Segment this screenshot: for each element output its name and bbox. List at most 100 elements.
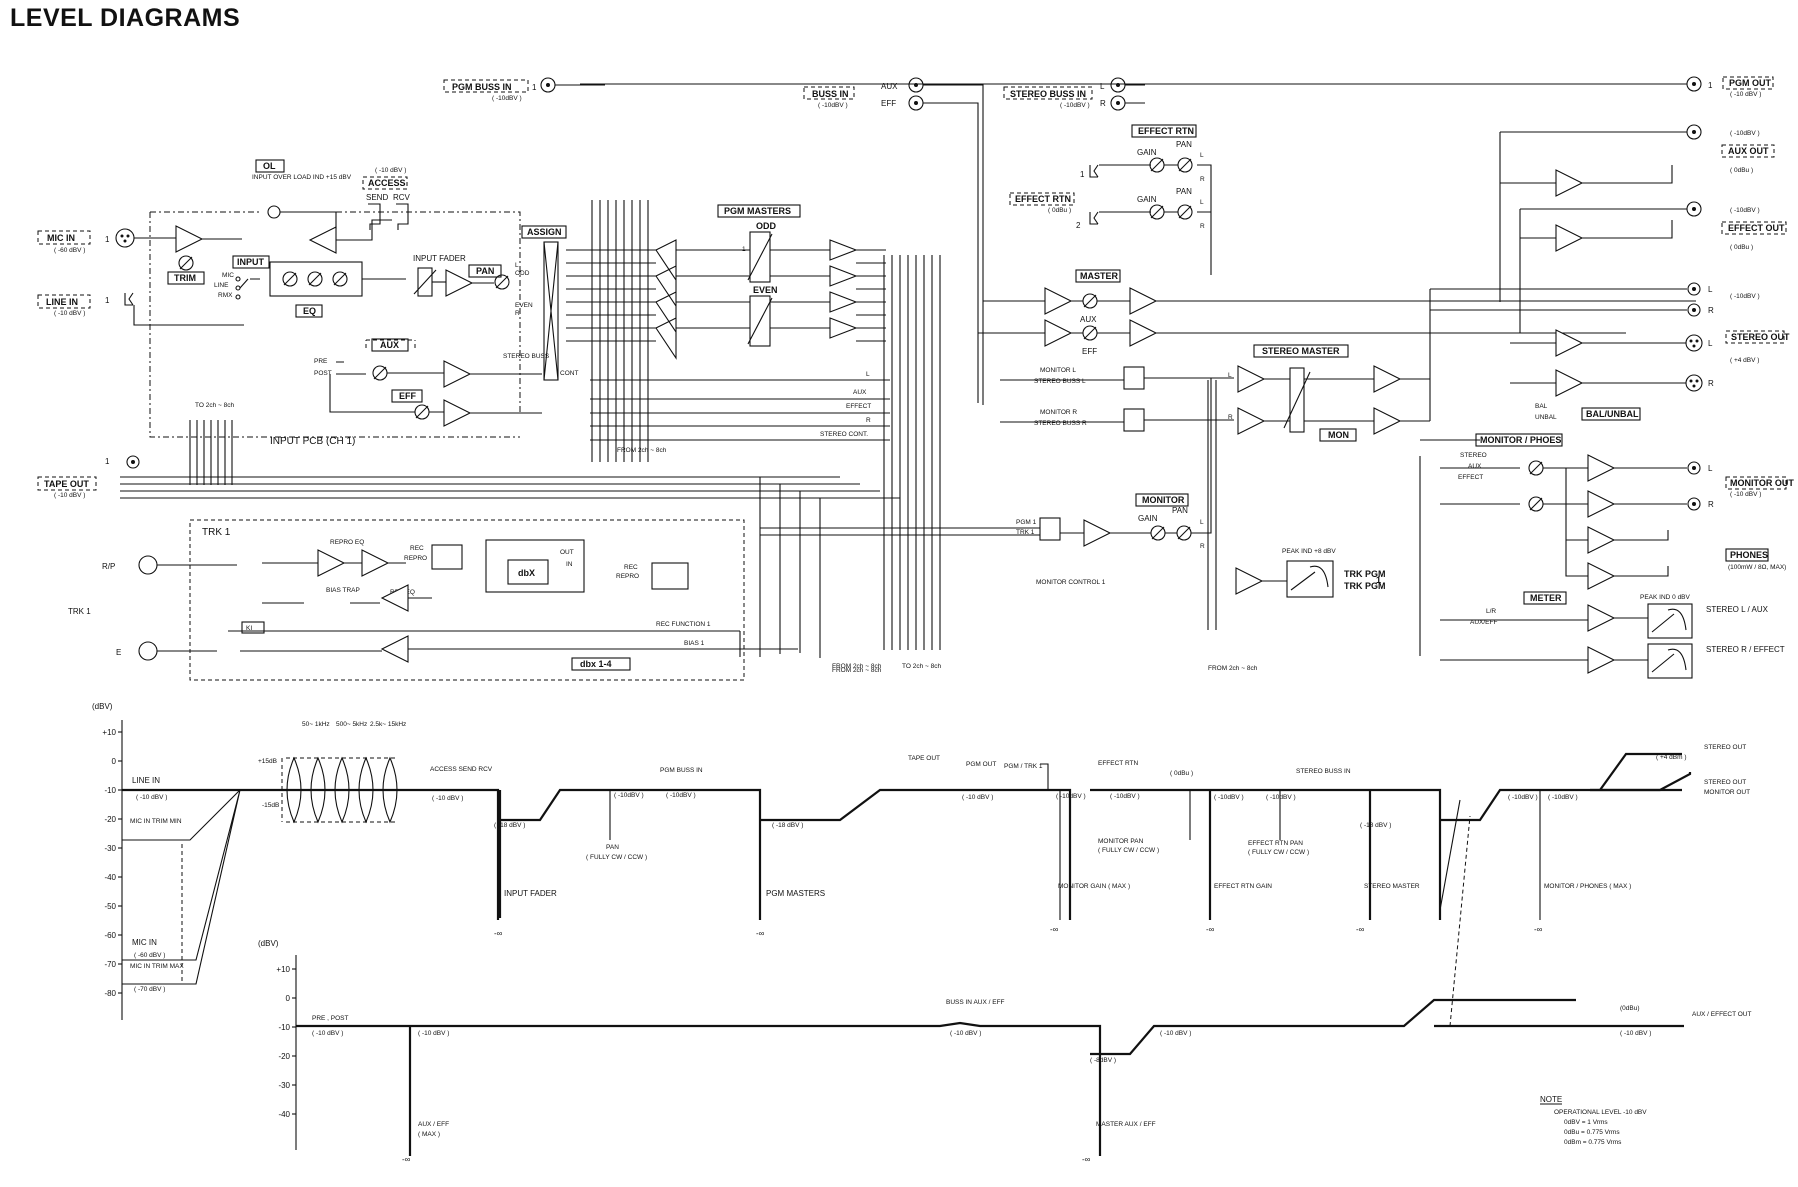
svg-text:1: 1: [1708, 81, 1713, 90]
eq-low-knob-icon: [282, 271, 298, 287]
svg-text:STEREO MASTER: STEREO MASTER: [1262, 346, 1340, 356]
svg-text:( -10dBV ): ( -10dBV ): [1110, 793, 1140, 800]
eq-block: [269, 261, 363, 297]
svg-text:( FULLY CW / CCW ): ( FULLY CW / CCW ): [1248, 849, 1309, 856]
svg-text:MONITOR L: MONITOR L: [1040, 367, 1076, 374]
svg-text:EFFECT: EFFECT: [1458, 474, 1483, 481]
svg-text:MONITOR / PHOES: MONITOR / PHOES: [1480, 435, 1561, 445]
svg-text:REC: REC: [410, 545, 424, 552]
trk-1-section: TRK 1 R/P TRK 1 E REPRO EQ REC REPRO dbX…: [68, 477, 882, 681]
svg-text:LINE IN: LINE IN: [132, 776, 160, 785]
svg-text:R: R: [1200, 176, 1205, 183]
svg-text:AUX / EFFECT OUT: AUX / EFFECT OUT: [1692, 1011, 1751, 1018]
rca-jack-icon: [126, 455, 140, 469]
svg-text:AUX OUT: AUX OUT: [1728, 146, 1769, 156]
svg-text:STEREO L / AUX: STEREO L / AUX: [1706, 605, 1769, 614]
monitor-out-l-jack-icon: [1687, 461, 1701, 475]
svg-text:MONITOR: MONITOR: [1142, 495, 1185, 505]
svg-text:PRE: PRE: [314, 358, 328, 365]
svg-text:1: 1: [532, 83, 537, 92]
axis-tick-label: 0: [112, 757, 117, 766]
svg-text:-∞: -∞: [1206, 925, 1215, 934]
svg-text:( -70 dBV ): ( -70 dBV ): [134, 986, 165, 993]
svg-text:EVEN: EVEN: [753, 285, 778, 295]
svg-text:( -10dBV ): ( -10dBV ): [1548, 794, 1578, 801]
svg-text:( -10 dBV ): ( -10 dBV ): [54, 310, 85, 317]
axis-tick-label: -30: [278, 1081, 290, 1090]
svg-text:MIC: MIC: [222, 272, 234, 279]
svg-text:L: L: [1200, 152, 1204, 159]
svg-text:( 0dBu ): ( 0dBu ): [1730, 167, 1753, 174]
tape-out-label: TAPE OUT: [44, 479, 89, 489]
monitor-out-r-jack-icon: [1687, 497, 1701, 511]
svg-text:MONITOR OUT: MONITOR OUT: [1704, 789, 1750, 796]
svg-text:( MAX ): ( MAX ): [418, 1131, 440, 1138]
mic-in-label: MIC IN: [47, 233, 75, 243]
svg-text:STEREO: STEREO: [1460, 452, 1487, 459]
svg-text:( -8dBV ): ( -8dBV ): [1090, 1057, 1116, 1064]
svg-text:MIC IN TRIM MAX: MIC IN TRIM MAX: [130, 963, 184, 970]
svg-text:TRK 1: TRK 1: [202, 527, 231, 538]
eq-high-knob-icon: [332, 271, 348, 287]
svg-text:( -10 dBV ): ( -10 dBV ): [1730, 91, 1761, 98]
svg-text:R: R: [866, 417, 871, 424]
svg-text:STEREO BUSS L: STEREO BUSS L: [1034, 378, 1086, 385]
svg-text:STEREO OUT: STEREO OUT: [1731, 332, 1790, 342]
svg-text:METER: METER: [1530, 593, 1562, 603]
svg-text:( 0dBu ): ( 0dBu ): [1048, 207, 1071, 214]
svg-text:REC FUNCTION 1: REC FUNCTION 1: [656, 621, 711, 628]
svg-text:PGM 1: PGM 1: [1016, 519, 1037, 526]
svg-text:TRK PGM: TRK PGM: [1344, 569, 1386, 579]
stereo-master: MONITOR L STEREO BUSS L MONITOR R STEREO…: [1000, 344, 1430, 442]
svg-text:1: 1: [105, 457, 110, 466]
svg-text:E: E: [116, 648, 121, 657]
svg-text:( -10 dBV ): ( -10 dBV ): [375, 167, 406, 174]
stereo-out-r-xlr-icon: [1685, 374, 1703, 392]
svg-text:PGM / TRK 1: PGM / TRK 1: [1004, 763, 1043, 770]
svg-text:-∞: -∞: [1356, 925, 1365, 934]
svg-text:EQ: EQ: [303, 306, 316, 316]
svg-text:RCV: RCV: [393, 193, 411, 202]
svg-text:R: R: [1228, 414, 1233, 421]
svg-text:( -10dBV ): ( -10dBV ): [1056, 793, 1086, 800]
svg-text:MIC IN: MIC IN: [132, 938, 157, 947]
svg-text:STEREO BUSS IN: STEREO BUSS IN: [1296, 768, 1351, 775]
svg-text:L: L: [1708, 339, 1713, 348]
svg-text:FROM 2ch ~ 8ch: FROM 2ch ~ 8ch: [832, 663, 882, 670]
svg-text:( -10dBV ): ( -10dBV ): [666, 792, 696, 799]
svg-text:PAN: PAN: [476, 266, 494, 276]
svg-text:EFF: EFF: [1082, 347, 1097, 356]
svg-text:TO 2ch ~ 8ch: TO 2ch ~ 8ch: [195, 402, 234, 409]
svg-text:( -10 dBV ): ( -10 dBV ): [1160, 1030, 1191, 1037]
svg-text:EFF: EFF: [399, 391, 417, 401]
svg-text:PGM OUT: PGM OUT: [966, 761, 996, 768]
stereo-out-l-xlr-icon: [1685, 334, 1703, 352]
svg-text:EFFECT RTN PAN: EFFECT RTN PAN: [1248, 840, 1303, 847]
svg-text:PEAK IND +8 dBV: PEAK IND +8 dBV: [1282, 548, 1336, 555]
svg-text:-∞: -∞: [1534, 925, 1543, 934]
svg-text:STEREO MASTER: STEREO MASTER: [1364, 883, 1420, 890]
svg-text:PGM OUT: PGM OUT: [1729, 78, 1772, 88]
svg-text:PHONES: PHONES: [1730, 550, 1768, 560]
svg-text:L/R: L/R: [1486, 608, 1496, 615]
svg-text:2: 2: [1076, 221, 1081, 230]
svg-text:GAIN: GAIN: [1137, 148, 1157, 157]
svg-text:MASTER: MASTER: [1080, 271, 1119, 281]
master-aux-eff: MASTER AUX EFF: [978, 269, 1696, 356]
svg-text:-∞: -∞: [756, 929, 765, 938]
svg-text:STEREO CONT.: STEREO CONT.: [820, 431, 868, 438]
svg-text:0dBu = 0.775 Vrms: 0dBu = 0.775 Vrms: [1564, 1129, 1620, 1136]
svg-text:( -10 dBV ): ( -10 dBV ): [962, 794, 993, 801]
svg-text:AUX/EFF: AUX/EFF: [1470, 619, 1497, 626]
svg-text:MONITOR CONTROL 1: MONITOR CONTROL 1: [1036, 579, 1106, 586]
svg-text:OPERATIONAL LEVEL -10 dBV: OPERATIONAL LEVEL -10 dBV: [1554, 1109, 1647, 1116]
line-in-label: LINE IN: [46, 297, 78, 307]
input-pcb-label: INPUT PCB (CH 1): [270, 436, 355, 447]
svg-text:TO 2ch ~ 8ch: TO 2ch ~ 8ch: [902, 663, 941, 670]
svg-text:FROM 2ch ~ 8ch: FROM 2ch ~ 8ch: [617, 447, 667, 454]
svg-text:BAL: BAL: [1535, 403, 1548, 410]
svg-text:ACCESS SEND RCV: ACCESS SEND RCV: [430, 766, 493, 773]
svg-text:( -10 dBV ): ( -10 dBV ): [418, 1030, 449, 1037]
axis-tick-label: -60: [104, 931, 116, 940]
svg-text:(100mW / 8Ω, MAX): (100mW / 8Ω, MAX): [1728, 564, 1786, 571]
